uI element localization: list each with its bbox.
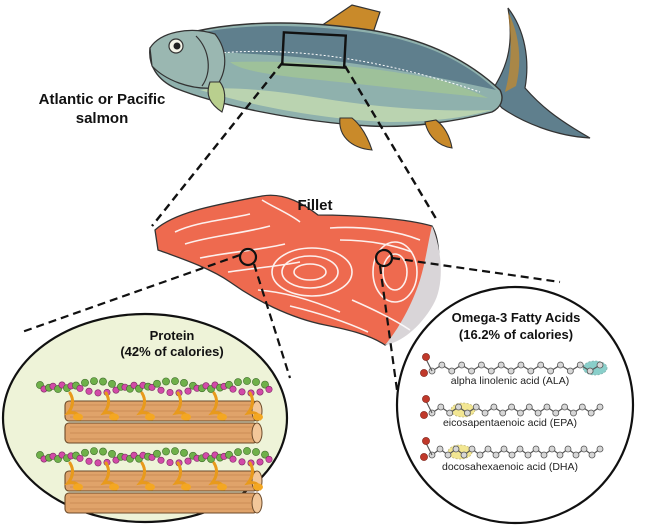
fish-label-line1: Atlantic or Pacific (39, 91, 166, 108)
actin-myosin-filament (36, 377, 273, 421)
fatty-acid-chain (420, 353, 608, 377)
fish-label-line2: salmon (76, 110, 129, 127)
muscle-fibers (36, 377, 273, 514)
fatty-acid-label-ala: alpha linolenic acid (ALA) (451, 375, 569, 387)
fillet-protein-sample (238, 247, 258, 267)
tail-fin (489, 7, 591, 139)
salmon-fish (149, 4, 591, 151)
connector-fillet-to-circles (21, 253, 561, 413)
fatty-acid-molecules (420, 353, 608, 461)
omega3-subtitle: (16.2% of calories) (459, 327, 573, 342)
protein-circle (1, 312, 289, 524)
omega3-circle (395, 285, 635, 525)
myofibril-group (36, 447, 273, 514)
myofibril-group (36, 377, 273, 444)
omega3-title: Omega-3 Fatty Acids (452, 310, 581, 325)
connector-fish-to-fillet (151, 61, 440, 227)
pectoral-fin (207, 81, 226, 113)
anal-fin (424, 119, 453, 149)
fatty-acid-label-epa: eicosapentaenoic acid (EPA) (443, 417, 577, 429)
fatty-acid-label-dha: docosahexaenoic acid (DHA) (442, 461, 578, 473)
pelvic-fin (339, 117, 373, 151)
protein-title: Protein (150, 328, 195, 343)
fish-sample-box (280, 31, 348, 69)
omega3-circle-bg (395, 285, 635, 525)
protein-subtitle: (42% of calories) (120, 344, 223, 359)
fillet-label: Fillet (297, 197, 332, 214)
fatty-acid-chain (420, 437, 604, 461)
actin-myosin-filament (36, 447, 273, 491)
fatty-acid-chain (420, 395, 604, 419)
salmon-fillet (154, 194, 441, 346)
